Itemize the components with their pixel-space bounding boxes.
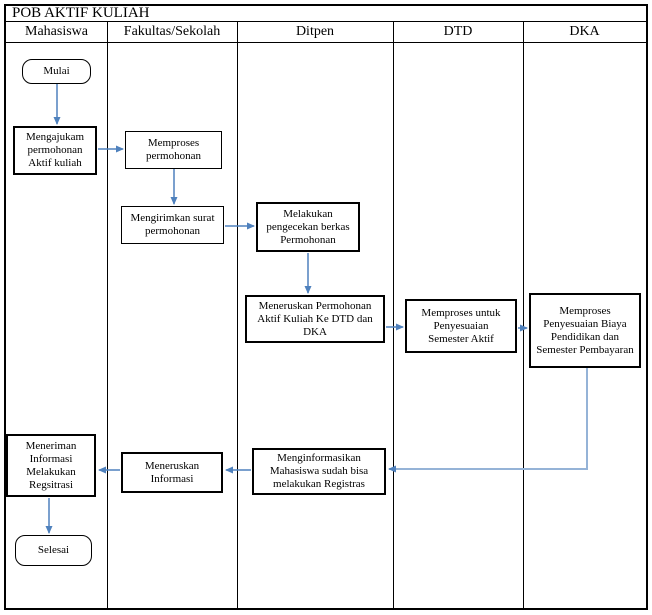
title-divider [6,21,646,22]
lane-header-fakultas-sekolah: Fakultas/Sekolah [123,24,221,39]
node-meneruskan-informasi: Meneruskan Informasi [121,452,223,493]
lane-header-ditpen: Ditpen [295,24,335,39]
node-selesai: Selesai [15,535,92,566]
node-memproses-permohonan: Memproses permohonan [125,131,222,169]
node-melakukan-pengecekan: Melakukan pengecekan berkas Permohonan [256,202,360,252]
node-meneruskan-permohonan: Meneruskan Permohonan Aktif Kuliah Ke DT… [245,295,385,343]
lane-header-dtd: DTD [443,24,473,39]
node-memproses-penyesuaian-semester: Memproses untuk Penyesuaian Semester Akt… [405,299,517,353]
lane-divider [107,21,108,608]
node-mulai: Mulai [22,59,91,84]
lane-divider [237,21,238,608]
lane-divider [523,21,524,608]
lane-header-mahasiswa: Mahasiswa [25,24,88,39]
diagram-title: POB AKTIF KULIAH [12,5,150,21]
header-divider [6,42,646,43]
node-memproses-penyesuaian-biaya: Memproses Penyesuaian Biaya Pendidikan d… [529,293,641,368]
lane-header-dka: DKA [569,24,600,39]
lane-divider [393,21,394,608]
node-mengirimkan-surat: Mengirimkan surat permohonan [121,206,224,244]
node-mengajukan-permohonan: Mengajukam permohonan Aktif kuliah [13,126,97,175]
node-menerima-informasi: Meneriman Informasi Melakukan Regsitrasi [6,434,96,497]
node-menginformasikan: Menginformasikan Mahasiswa sudah bisa me… [252,448,386,495]
